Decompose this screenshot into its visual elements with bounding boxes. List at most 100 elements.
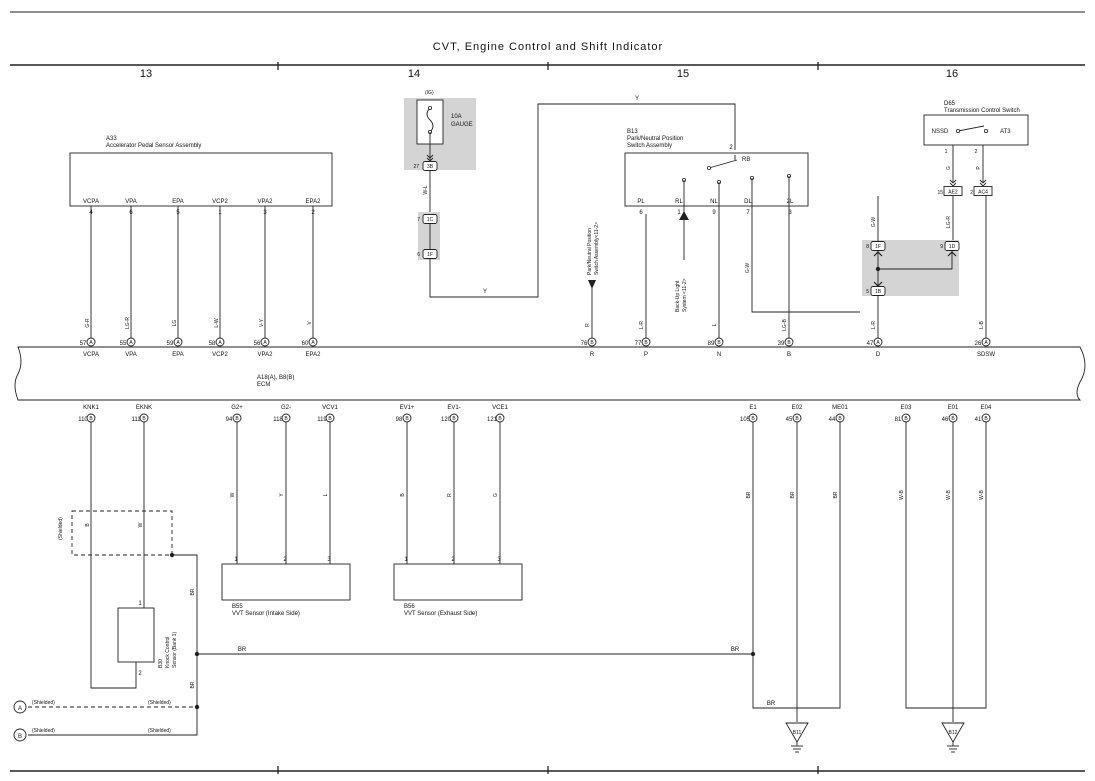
knock-w-label: W	[138, 522, 144, 527]
ecm-pin-num-a4: 56	[254, 341, 261, 347]
ecm-pin-top-3	[784, 337, 794, 347]
ecm-name: ECM	[257, 382, 270, 388]
a33-pin-name-0: VCPA	[83, 199, 99, 205]
ecm-bot-wire-3: Y	[279, 493, 285, 497]
b56-component	[393, 563, 523, 601]
ecm-pin-name-a4: VPA2	[258, 352, 274, 358]
pnp-note: Park/Neutral Position	[587, 228, 593, 275]
ecm-pin-top-1-letter: B	[644, 340, 648, 346]
b55-component	[221, 563, 351, 601]
ground-e04	[953, 422, 987, 709]
backup-note2: System <11-2>	[682, 278, 688, 312]
ecm-bot-wire-13: W-B	[979, 490, 985, 500]
jb2-num-b: 9	[940, 244, 943, 250]
b13-pin-name-4: 2L	[787, 199, 794, 205]
d65-junction-num-0: 15	[937, 190, 943, 196]
ecm-pin-name-a0: VCPA	[83, 352, 99, 358]
ecm-bot-pin-9-letter: B	[795, 416, 799, 422]
ecm-bot-num-1: 111	[131, 417, 141, 423]
ecm-pin-name-top-1: P	[644, 352, 648, 358]
ecm-pin-a4	[260, 337, 270, 347]
ecm-top-wire-label-0: R	[585, 323, 591, 327]
jb1-arrow-top	[426, 157, 434, 162]
ecm-bot-pin-4-letter: B	[328, 416, 332, 422]
d65-contact-1	[984, 128, 989, 133]
b13-top-name: RB	[742, 157, 750, 163]
b30-component	[117, 607, 155, 663]
knock-pin1: 1	[138, 601, 142, 607]
ecm-pin-top-2-letter: B	[717, 340, 721, 346]
d65-arrow-0-b	[949, 179, 957, 184]
ecm-pin-name-top-3: B	[787, 352, 791, 358]
ecm-bot-pin-10-letter: B	[838, 416, 842, 422]
d65-contact-0	[956, 128, 961, 133]
ecm-pin-name-top-0: R	[590, 352, 595, 358]
fuse-name: GAUGE	[451, 122, 473, 128]
column-16: 16	[946, 68, 958, 80]
ecm-bot-pin-11-letter: B	[904, 416, 908, 422]
d65-switch	[957, 125, 985, 132]
ecm-bot-num-10: 44	[829, 417, 836, 423]
jb2-conn-b	[944, 241, 960, 251]
a33-wire-color-0: G-R	[85, 318, 91, 328]
ecm-top-wire-label-3: LG-B	[782, 319, 788, 331]
ecm-pin-name-top-2: N	[717, 352, 721, 358]
knock-shield-wire-label: BR	[190, 588, 196, 595]
ecm-bot-name-8: E1	[749, 405, 757, 411]
ecm-bot-name-5: EV1+	[400, 405, 415, 411]
b13-pin-num-0: 6	[639, 210, 643, 216]
d65-name: Transmission Control Switch	[944, 108, 1020, 114]
a33-wire-color-5: V	[307, 321, 313, 325]
jb1-conn-a	[422, 214, 438, 224]
ecm-bot-num-4: 119	[317, 417, 327, 423]
ecm-bot-pin-5-letter: B	[405, 416, 409, 422]
d65-conn-1	[973, 186, 993, 196]
jb1-shade	[418, 212, 440, 260]
b13-pin-name-2: NL	[710, 199, 718, 205]
d65-arrow-1	[979, 182, 987, 187]
ground-symbol-1	[941, 722, 965, 743]
ecm-bot-wire-9: BR	[790, 491, 796, 498]
ecm-pin-num-a3: 58	[209, 341, 216, 347]
wire-y	[429, 103, 736, 298]
jb1-num-top: 27	[413, 164, 419, 170]
ecm-bot-pin-6-letter: B	[452, 416, 456, 422]
a33-name: Accelerator Pedal Sensor Assembly	[106, 143, 201, 149]
wire-r-arrow	[588, 280, 596, 289]
d65-conn-0	[943, 186, 963, 196]
a33-wire-color-2: LG	[172, 320, 178, 327]
jb1-conn-b-code: 1F	[427, 252, 433, 258]
dl-wire	[751, 215, 860, 313]
b13-switch-arm	[708, 159, 738, 169]
d65-arrow-1-b	[979, 179, 987, 184]
b13-rl-arrow	[679, 211, 689, 220]
ecm-pin-num-top-2: 89	[708, 341, 715, 347]
b13-pin-num-2: 9	[712, 210, 716, 216]
ecm-pin-top-5-letter: A	[984, 340, 988, 346]
ecm-top-wire-label-4: L-R	[871, 321, 877, 329]
ecm-bot-wire-6: R	[447, 493, 453, 497]
ecm-pin-a0	[86, 337, 96, 347]
jb1-arrow-top-b	[426, 154, 434, 159]
ground-e1	[752, 422, 797, 709]
ecm-bot-name-3: G2-	[281, 405, 291, 411]
ecm-bot-num-6: 120	[441, 417, 452, 423]
ecm-bot-pin-2-letter: B	[235, 416, 239, 422]
b13-top-num: 2	[729, 145, 733, 151]
wire-w-l-label: W-L	[423, 185, 429, 194]
a33-pin-name-1: VPA	[125, 199, 137, 205]
knock-pin2: 2	[138, 671, 142, 677]
a33-pin-name-2: EPA	[172, 199, 184, 205]
ecm-bot-name-2: G2+	[231, 405, 243, 411]
ecm-pin-a1-letter: A	[129, 340, 133, 346]
d65-conn-code-0: AE2	[948, 190, 958, 196]
ecm-pin-name-a1: VPA	[125, 352, 137, 358]
ground-e03	[905, 422, 953, 709]
shield-marker-b-letter: B	[18, 734, 22, 740]
b56-pin-num-0: 1	[404, 557, 408, 563]
ecm-pin-name-top-4: D	[876, 352, 881, 358]
ecm-block	[14, 346, 1086, 401]
b13-name2: Switch Assembly	[627, 143, 672, 149]
d65-pin-num-1: 2	[975, 149, 978, 155]
